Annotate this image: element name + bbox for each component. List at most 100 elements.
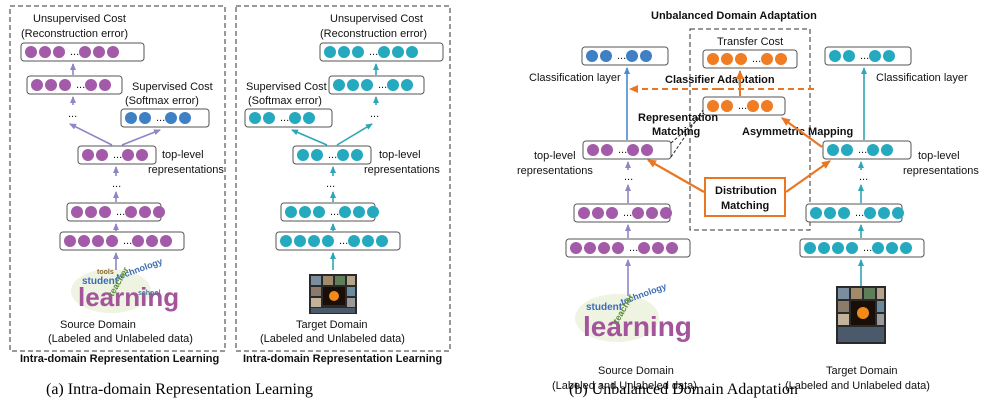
b-classifier-adaptation: Classifier Adaptation [665, 74, 775, 86]
b-transfer-hidden-node [761, 100, 773, 112]
a-left-wordcloud-word-4: tools [97, 269, 114, 276]
b-left-top-node [627, 144, 639, 156]
b-left-l1-node [584, 242, 596, 254]
b-title: Unbalanced Domain Adaptation [651, 10, 817, 22]
a-left-l2-node [71, 206, 83, 218]
b-right-l1-node [886, 242, 898, 254]
a-right-target-data: (Labeled and Unlabeled data) [260, 333, 405, 345]
a-right-footer: Intra-domain Representation Learning [243, 353, 442, 365]
panel-a-right-frame [235, 5, 451, 352]
a-left-source-data: (Labeled and Unlabeled data) [48, 333, 193, 345]
a-left-recon-node [107, 46, 119, 58]
b-left-representations: representations [517, 165, 593, 177]
caption-a: (a) Intra-domain Representation Learning [46, 381, 313, 398]
b-right-top-node [841, 144, 853, 156]
b-right-classification-label: Classification layer [876, 72, 968, 84]
panel-a-left-frame [9, 5, 226, 352]
a-right-representations: representations [364, 164, 440, 176]
b-right-l2-node [824, 207, 836, 219]
a-right-l1-ellipsis: ... [339, 235, 348, 247]
a-left-l2-node [85, 206, 97, 218]
a-right-l2-node [285, 206, 297, 218]
a-left-wordcloud-word-5: school [138, 290, 161, 297]
a-right-top-layer [292, 145, 372, 165]
b-transfer-recon-node [721, 53, 733, 65]
a-right-l2-ellipsis: ... [330, 206, 339, 218]
b-left-l2-ellipsis: ... [623, 207, 632, 219]
b-right-l2-ellipsis: ... [855, 207, 864, 219]
b-left-class-node [626, 50, 638, 62]
b-right-l1-node [846, 242, 858, 254]
b-right-top-node [867, 144, 879, 156]
b-right-l2-node [838, 207, 850, 219]
a-left-representations: representations [148, 164, 224, 176]
b-source-data: (Labeled and Unlabeled data) [552, 380, 697, 392]
node-circles: ........................................… [25, 46, 912, 254]
b-left-l1-node [570, 242, 582, 254]
b-target-domain: Target Domain [826, 365, 898, 377]
a-right-unsupervised-cost: Unsupervised Cost [330, 13, 423, 25]
a-left-reconstruction-error: (Reconstruction error) [21, 28, 128, 40]
b-left-l1-node [666, 242, 678, 254]
a-left-l2-node [153, 206, 165, 218]
a-right-hidden-node [401, 79, 413, 91]
b-wordcloud-main: learning [583, 311, 692, 342]
a-right-hidden-node [347, 79, 359, 91]
a-right-top-node [337, 149, 349, 161]
a-left-l2-node [139, 206, 151, 218]
a-right-hidden-ellipsis: ... [378, 79, 387, 91]
a-left-hidden-node [59, 79, 71, 91]
a-right-top-level: top-level [379, 149, 421, 161]
b-left-class-node [640, 50, 652, 62]
b-left-classification-label: Classification layer [529, 72, 621, 84]
b-left-class-node [600, 50, 612, 62]
a-left-l1-node [160, 235, 172, 247]
a-right-softmax-node [289, 112, 301, 124]
b-right-top-ellipsis: ... [858, 144, 867, 156]
a-right-softmax-node [303, 112, 315, 124]
a-right-l2-node [313, 206, 325, 218]
a-left-hidden-node [99, 79, 111, 91]
b-right-ellipsis: ... [859, 171, 868, 183]
b-transfer-recon-node [775, 53, 787, 65]
a-left-ellipsis-1: ... [68, 108, 77, 120]
b-right-l2-node [810, 207, 822, 219]
a-right-l2-node [353, 206, 365, 218]
a-left-l1-node [146, 235, 158, 247]
a-right-l2-node [299, 206, 311, 218]
a-right-softmax-ellipsis: ... [280, 112, 289, 124]
b-left-l1-ellipsis: ... [629, 242, 638, 254]
a-left-top-level: top-level [162, 149, 204, 161]
b-left-class-node [586, 50, 598, 62]
a-left-hidden-node [31, 79, 43, 91]
a-right-top-node [297, 149, 309, 161]
a-right-hidden-node [361, 79, 373, 91]
a-left-ellipsis-2: ... [112, 178, 121, 190]
a-right-target-domain: Target Domain [296, 319, 368, 331]
b-transfer-recon-node [707, 53, 719, 65]
a-right-l1-node [376, 235, 388, 247]
a-left-wordcloud-image: learning student technology teacher tool… [71, 256, 179, 313]
a-left-source-domain: Source Domain [60, 319, 136, 331]
a-left-l1-ellipsis: ... [123, 235, 132, 247]
b-right-top-level: top-level [918, 150, 960, 162]
b-right-l1-node [900, 242, 912, 254]
b-left-top-node [641, 144, 653, 156]
b-transfer-recon-node [735, 53, 747, 65]
a-left-supervised-cost: Supervised Cost [132, 81, 213, 93]
b-left-l1-node [638, 242, 650, 254]
a-right-l1-node [348, 235, 360, 247]
a-left-top-layer [77, 145, 157, 165]
a-right-recon-node [378, 46, 390, 58]
b-left-l1-node [612, 242, 624, 254]
b-transfer-hidden-ellipsis: ... [738, 100, 747, 112]
a-right-softmax-node [263, 112, 275, 124]
a-left-recon-node [39, 46, 51, 58]
a-left-unsupervised-cost: Unsupervised Cost [33, 13, 126, 25]
arrows [69, 63, 867, 296]
b-target-data: (Labeled and Unlabeled data) [785, 380, 930, 392]
a-left-wordcloud-main: learning [78, 282, 179, 312]
b-transfer-cost: Transfer Cost [717, 36, 783, 48]
b-left-l2-node [592, 207, 604, 219]
